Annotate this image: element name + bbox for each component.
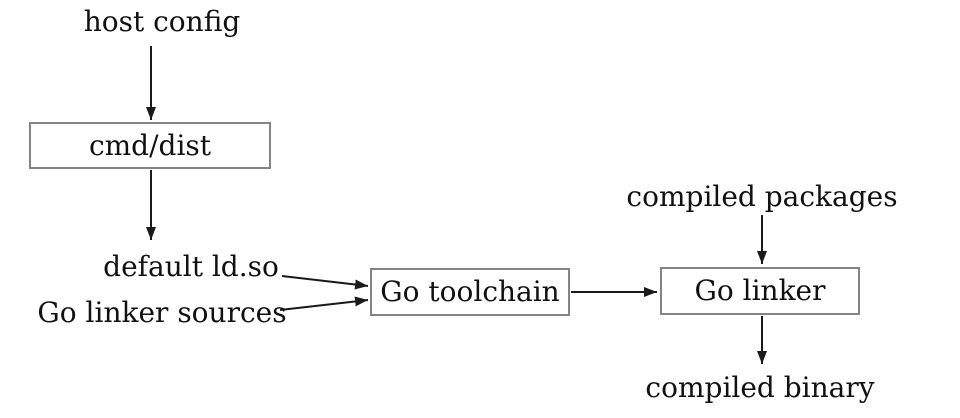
label-compiled-packages: compiled packages [626, 180, 898, 213]
label-go-linker-sources: Go linker sources [37, 296, 287, 329]
arrow-default-ldso-to-go-toolchain [281, 275, 369, 290]
node-cmd-dist: cmd/dist [29, 122, 271, 169]
node-go-toolchain-label: Go toolchain [380, 275, 560, 308]
label-host-config: host config [83, 5, 241, 38]
node-go-linker-label: Go linker [694, 274, 826, 307]
node-cmd-dist-label: cmd/dist [88, 128, 212, 162]
label-compiled-binary: compiled binary [645, 371, 875, 404]
node-go-toolchain: Go toolchain [370, 268, 570, 316]
arrow-go-linker-sources-to-go-toolchain [279, 296, 369, 311]
label-default-ldso: default ld.so [103, 250, 279, 283]
node-go-linker: Go linker [660, 267, 860, 315]
